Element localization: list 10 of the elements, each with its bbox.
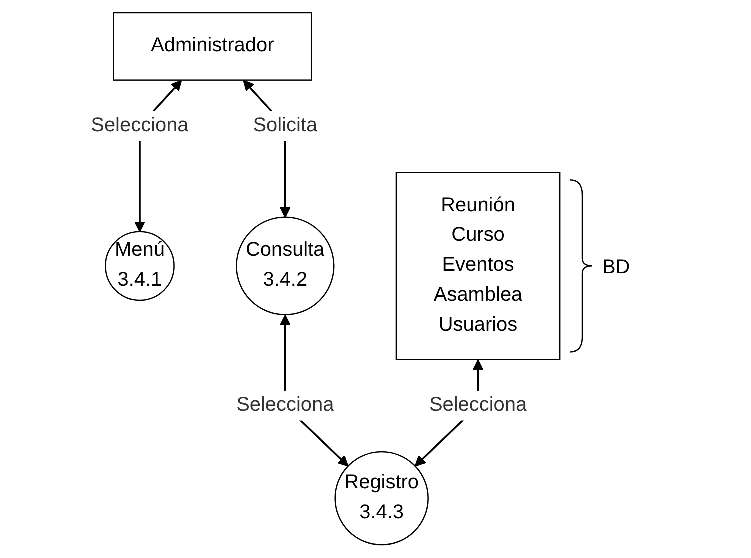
node-circle: Menú 3.4.1 bbox=[105, 231, 175, 302]
data-store-label: BD bbox=[602, 256, 630, 279]
node-circle: Registro 3.4.3 bbox=[334, 451, 429, 546]
edge-label: Selecciona bbox=[429, 394, 528, 416]
edge-label: Solicita bbox=[253, 115, 318, 136]
node-box: Administrador bbox=[113, 12, 312, 81]
node-box: Reunión Curso Eventos Asamblea Usuarios bbox=[396, 172, 561, 360]
edge-label: Selecciona bbox=[91, 115, 189, 136]
edge-label: Selecciona bbox=[236, 394, 334, 416]
node-circle: Consulta 3.4.2 bbox=[236, 216, 335, 316]
